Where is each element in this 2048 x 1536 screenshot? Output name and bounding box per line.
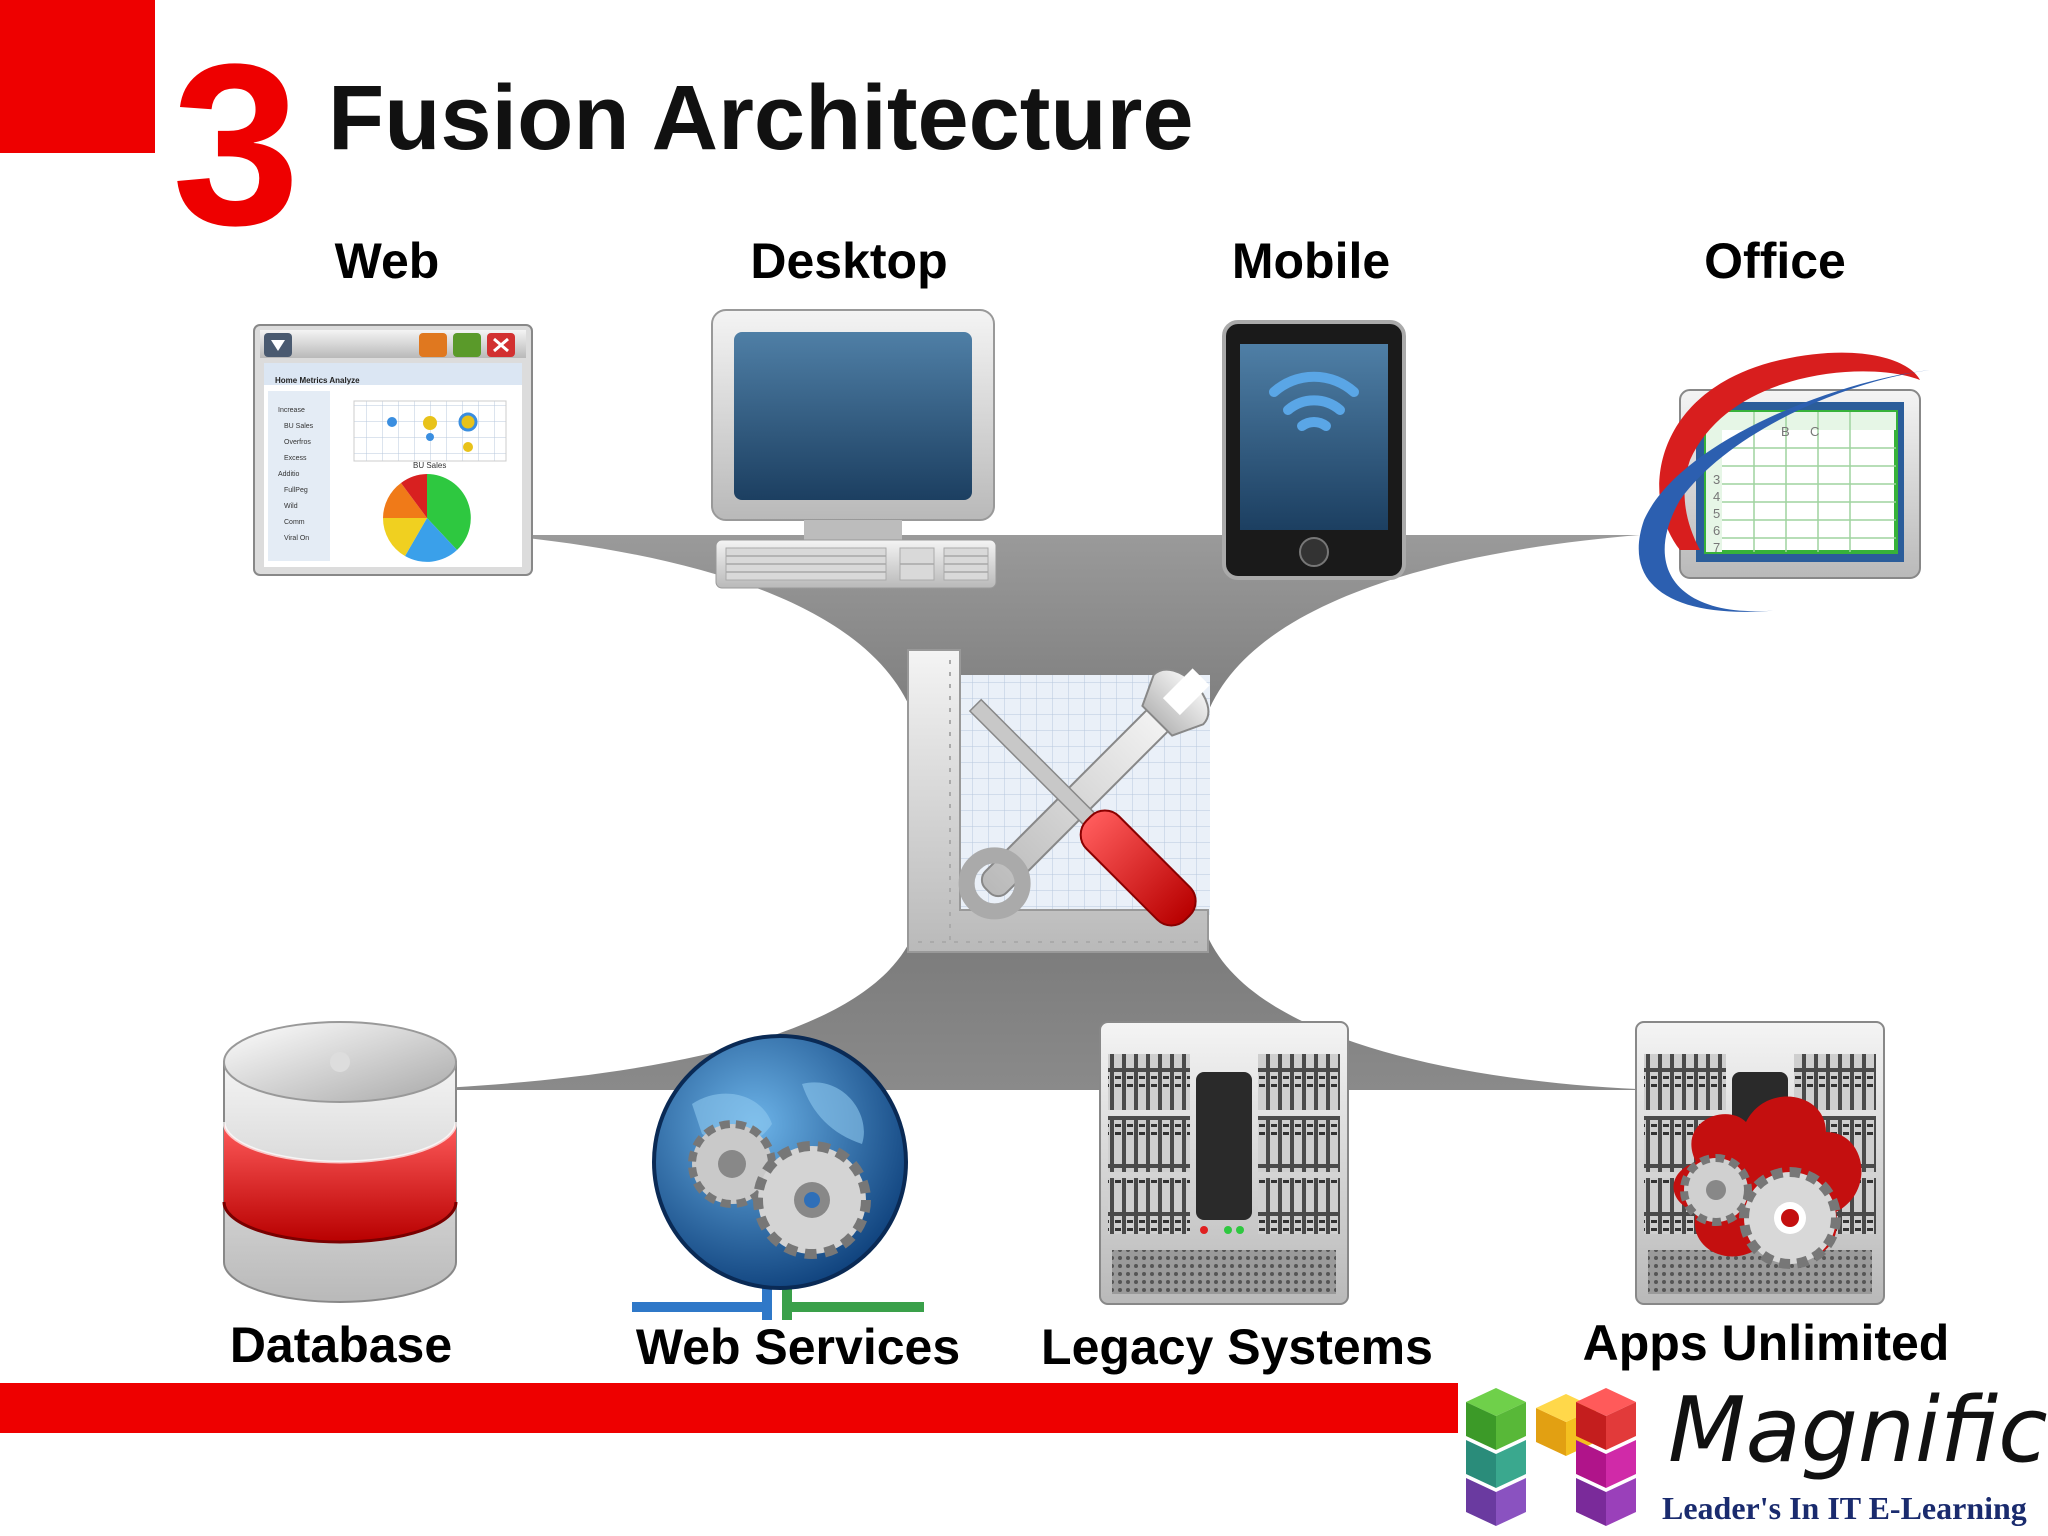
web-list-item: Increase (278, 407, 305, 414)
tablet-icon (1222, 320, 1406, 580)
label-mobile: Mobile (1231, 233, 1391, 289)
web-list-item: BU Sales (284, 423, 314, 430)
globe-gears-icon (632, 1034, 924, 1320)
tools-ruler-icon (907, 649, 1210, 953)
web-list-item: Additio (278, 471, 300, 478)
red-corner-block (0, 0, 155, 153)
label-database: Database (229, 1317, 453, 1373)
desktop-computer-icon (711, 309, 997, 589)
spreadsheet-office-icon (1638, 352, 1930, 612)
spreadsheet-row-labels: 3 4 5 6 7 (1713, 472, 1720, 555)
spreadsheet-column-label: C (1810, 424, 1819, 439)
magnific-logo-icon (1466, 1388, 1636, 1526)
label-legacy-systems: Legacy Systems (1041, 1319, 1433, 1375)
slide-number: 3 (172, 16, 300, 273)
web-list-item: FullPeg (284, 487, 308, 494)
label-apps-unlimited: Apps Unlimited (1582, 1315, 1950, 1371)
web-list-item: Viral On (284, 535, 309, 542)
brand-tagline: Leader's In IT E-Learning (1662, 1490, 2027, 1526)
web-list-item: Comm (284, 519, 305, 526)
label-desktop: Desktop (750, 233, 948, 289)
spreadsheet-row-label: 6 (1713, 523, 1720, 538)
web-chart-caption: BU Sales (413, 461, 446, 470)
server-gears-icon (1635, 1021, 1885, 1305)
spreadsheet-column-label: B (1781, 424, 1790, 439)
database-icon (222, 1021, 458, 1303)
spreadsheet-row-label: 4 (1713, 489, 1720, 504)
web-menu-text: Home Metrics Analyze (275, 376, 360, 385)
web-list-item: Overfros (284, 439, 311, 446)
label-web: Web (334, 233, 440, 289)
spreadsheet-row-label: 7 (1713, 540, 1720, 555)
spreadsheet-row-label: 3 (1713, 472, 1720, 487)
web-list-item: Wild (284, 503, 298, 510)
browser-window-icon (253, 324, 533, 576)
slide-title: Fusion Architecture (328, 67, 1194, 169)
web-list: Increase BU Sales Overfros Excess Additi… (278, 407, 314, 542)
spreadsheet-row-label: 5 (1713, 506, 1720, 521)
server-rack-icon (1099, 1021, 1349, 1305)
web-list-item: Excess (284, 455, 307, 462)
label-office: Office (1704, 233, 1846, 289)
label-web-services: Web Services (635, 1319, 961, 1375)
footer-red-bar (0, 1383, 1458, 1433)
brand-name: Magnific (1668, 1378, 2048, 1483)
